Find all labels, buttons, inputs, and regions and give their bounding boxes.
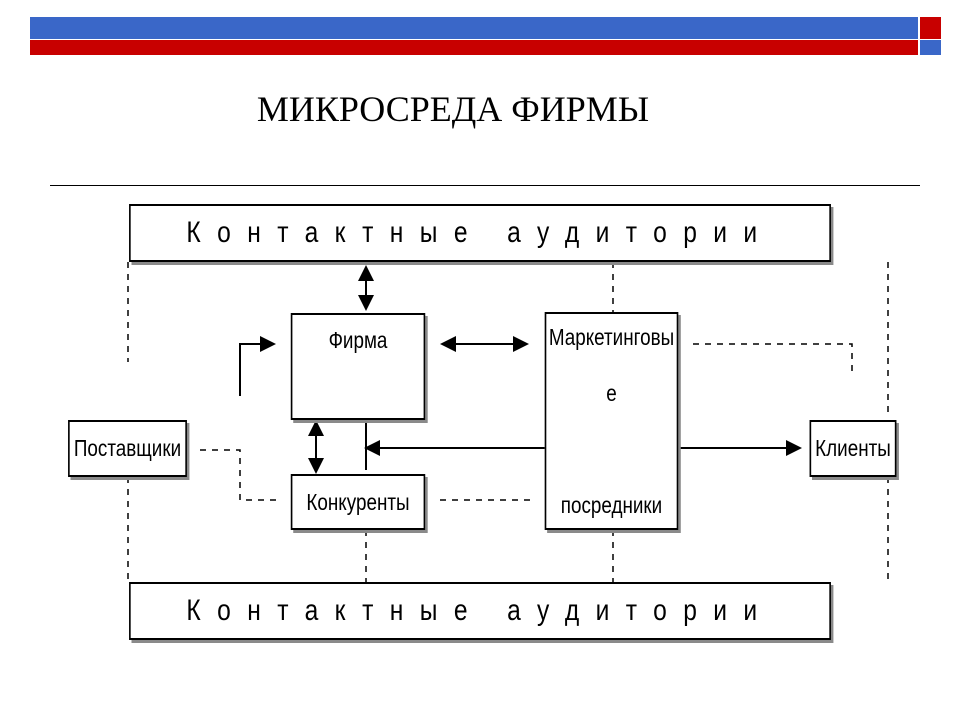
marketing-intermediaries-box: Маркетинговы е посредники <box>544 312 679 530</box>
firm-box: Фирма <box>290 313 426 420</box>
contact-audiences-top: Контактные аудитории <box>129 204 831 262</box>
header-bar-red <box>30 40 918 55</box>
marketing-label-line1: Маркетинговы <box>548 324 675 350</box>
dashed-suppliers-to-competitors <box>200 449 276 501</box>
contact-audiences-bottom: Контактные аудитории <box>129 582 831 640</box>
header-bar-blue <box>30 17 918 39</box>
header-corner-red-square <box>920 17 941 39</box>
slide-title: МИКРОСРЕДА ФИРМЫ <box>256 89 650 129</box>
suppliers-box: Поставщики <box>68 420 187 477</box>
marketing-label-line2: е <box>606 380 617 406</box>
title-divider <box>50 185 920 186</box>
arrow-suppliers-to-firm <box>239 336 276 396</box>
header-corner-blue-square <box>920 40 941 55</box>
marketing-label-line3: посредники <box>560 492 663 518</box>
dashed-marketing-to-right <box>693 343 853 372</box>
clients-box: Клиенты <box>809 420 897 477</box>
competitors-box: Конкуренты <box>290 474 426 530</box>
